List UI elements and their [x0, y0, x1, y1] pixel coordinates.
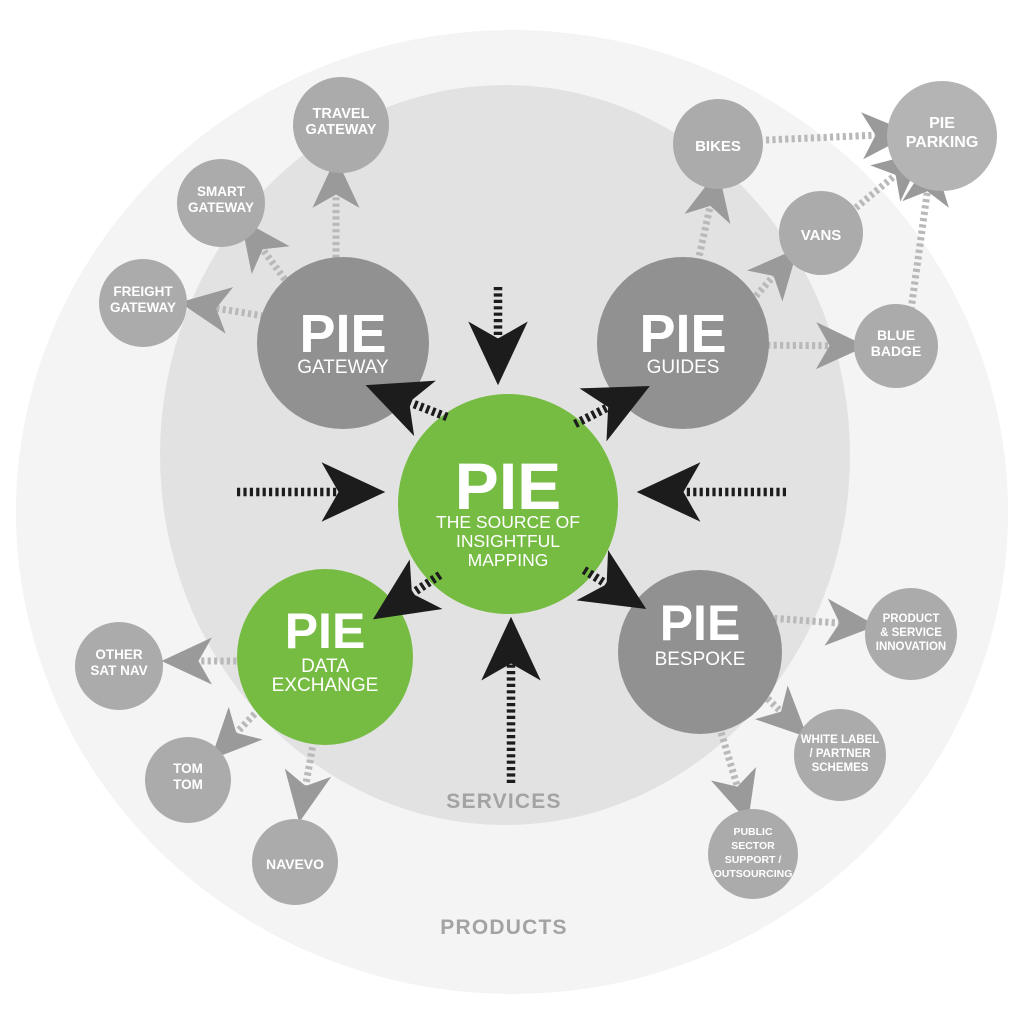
satellite-nodes: TRAVEL GATEWAY SMART GATEWAY FREIGHT GAT… [75, 77, 997, 905]
ring-label-products: PRODUCTS [440, 916, 567, 939]
pie-guides-subtitle: GUIDES [647, 357, 720, 378]
tomtom-line1: TOM [173, 761, 203, 776]
node-travel-gateway[interactable]: TRAVEL GATEWAY [293, 77, 389, 173]
edge-core-guides [573, 385, 650, 442]
wlp-line1: WHITE LABEL [801, 734, 880, 746]
pie-bespoke-title: PIE [660, 595, 741, 651]
node-bikes[interactable]: BIKES [673, 99, 763, 189]
edge-guides-blue-badge [747, 322, 867, 370]
pie-core-sub1: THE SOURCE OF [436, 512, 580, 532]
node-navevo[interactable]: NAVEVO [252, 819, 338, 905]
edge-bespoke-product-innovation [754, 598, 877, 646]
navevo-label: NAVEVO [266, 856, 324, 872]
pss-line2: SECTOR [731, 840, 775, 852]
edge-core-data-exchange [372, 559, 443, 620]
smart-gateway-line2: GATEWAY [188, 200, 254, 215]
pie-gateway-title: PIE [299, 304, 386, 364]
osn-line2: SAT NAV [90, 663, 147, 678]
pie-bespoke-subtitle: BESPOKE [655, 649, 746, 670]
pss-line3: SUPPORT / [725, 854, 782, 866]
node-freight-gateway[interactable]: FREIGHT GATEWAY [99, 259, 187, 347]
pie-guides-title: PIE [639, 304, 726, 364]
pie-core-sub3: MAPPING [468, 550, 549, 570]
node-smart-gateway[interactable]: SMART GATEWAY [177, 159, 265, 247]
node-blue-badge[interactable]: BLUE BADGE [854, 304, 938, 388]
edge-gateway-freight [179, 287, 271, 334]
node-public-sector-support[interactable]: PUBLIC SECTOR SUPPORT / OUTSOURCING [708, 809, 798, 899]
edge-vans-parking [843, 151, 925, 219]
travel-gateway-line2: GATEWAY [306, 122, 377, 138]
edge-data-exchange-tomtom [210, 697, 271, 760]
pss-line4: OUTSOURCING [714, 868, 793, 880]
pss-line1: PUBLIC [733, 826, 773, 838]
blue-badge-line2: BADGE [871, 343, 922, 359]
osn-line1: OTHER [95, 647, 143, 662]
node-white-label-partner-schemes[interactable]: WHITE LABEL / PARTNER SCHEMES [794, 709, 886, 801]
pie-parking-line1: PIE [929, 115, 955, 132]
edge-blue-badge-parking [902, 154, 949, 311]
node-pie-core[interactable]: PIE THE SOURCE OF INSIGHTFUL MAPPING [398, 394, 618, 614]
pie-core-title: PIE [455, 449, 561, 523]
node-vans[interactable]: VANS [779, 191, 863, 275]
psi-line3: INNOVATION [876, 641, 947, 653]
pie-data-exchange-sub2: EXCHANGE [272, 675, 379, 696]
node-tom-tom[interactable]: TOM TOM [145, 737, 231, 823]
ring-label-services: SERVICES [446, 790, 561, 813]
node-other-sat-nav[interactable]: OTHER SAT NAV [75, 622, 163, 710]
tomtom-line2: TOM [173, 777, 203, 792]
bikes-label: BIKES [695, 138, 741, 155]
vans-label: VANS [801, 227, 842, 244]
inbound-connectors [237, 287, 786, 783]
wlp-line3: SCHEMES [812, 762, 869, 774]
freight-gateway-line2: GATEWAY [110, 300, 176, 315]
pie-gateway-subtitle: GATEWAY [297, 357, 389, 378]
wlp-line2: / PARTNER [809, 748, 871, 760]
freight-gateway-line1: FREIGHT [113, 284, 173, 299]
psi-line2: & SERVICE [880, 627, 942, 639]
node-pie-parking[interactable]: PIE PARKING [887, 81, 997, 191]
pie-data-exchange-title: PIE [285, 603, 366, 659]
node-pie-bespoke[interactable]: PIE BESPOKE [618, 570, 782, 734]
blue-badge-line1: BLUE [877, 327, 915, 343]
node-product-service-innovation[interactable]: PRODUCT & SERVICE INNOVATION [865, 588, 957, 680]
pie-data-exchange-sub1: DATA [301, 656, 349, 677]
smart-gateway-line1: SMART [197, 184, 246, 199]
node-pie-data-exchange[interactable]: PIE DATA EXCHANGE [237, 569, 413, 745]
core-connectors [365, 380, 650, 620]
travel-gateway-line1: TRAVEL [313, 106, 370, 122]
pie-parking-line2: PARKING [906, 134, 979, 151]
pie-core-sub2: INSIGHTFUL [456, 531, 560, 551]
psi-line1: PRODUCT [883, 613, 940, 625]
